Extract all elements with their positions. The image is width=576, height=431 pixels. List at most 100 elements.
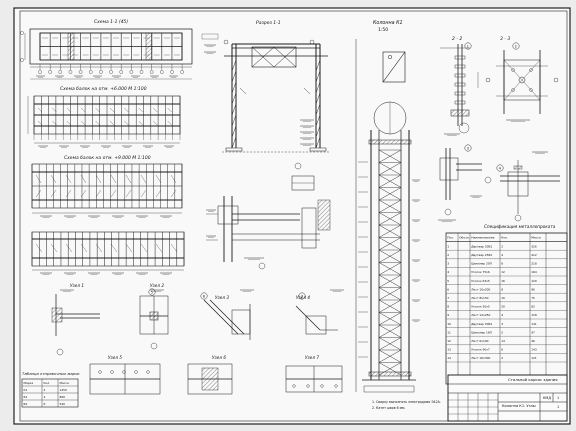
frame-title: Разрез 1-1: [256, 20, 281, 26]
node-e-title: Узел 5: [108, 355, 122, 360]
spec-header-cell: Поз.: [447, 236, 454, 240]
shipping-table-title: Таблица отправочных марок: [22, 371, 80, 376]
spec-cell: 3: [501, 322, 503, 326]
callout-number: 3: [467, 146, 469, 150]
shipping-cell: 540: [60, 402, 66, 406]
plan-top-title: Схема 1-1 (45): [94, 19, 128, 25]
spec-cell: 8: [501, 287, 503, 291]
section-details-right: 2 - 2 3 - 3: [438, 36, 560, 222]
spec-cell: 97: [531, 330, 535, 334]
sheet-border-outer: [13, 7, 571, 425]
shipping-header-cell: Масса: [60, 381, 69, 385]
callout-number: 4: [499, 166, 501, 170]
title-project: Стальной каркас здания: [508, 377, 557, 382]
spec-cell: 143: [531, 348, 537, 352]
shipping-cell: 1250: [60, 388, 68, 392]
spec-cell: Двутавр 25Б1: [471, 253, 492, 257]
node-d-title: Узел 4: [296, 295, 310, 300]
spec-cell: 14: [447, 356, 451, 360]
shipping-cell: 4: [44, 395, 46, 399]
spec-cell: 46: [531, 339, 535, 343]
spec-cell: 11: [447, 330, 451, 334]
shipping-cell: К1: [24, 388, 28, 392]
node-g-title: Узел 7: [305, 355, 319, 360]
note-2: 2. Катет швов 6 мм.: [372, 406, 405, 410]
section-2-title: 2 - 2: [452, 36, 462, 42]
callout-marker: 4: [496, 164, 504, 172]
spec-cell: 1: [447, 244, 449, 248]
spec-cell: Двутавр 30Б1: [471, 244, 492, 248]
plan-top: Схема 1-1 (45): [20, 19, 193, 80]
spec-cell: Лист 6х100: [471, 339, 488, 343]
node-details: Узел 1 Узел 2 Узел 3 Узел 4 Узел 5 Узел …: [51, 283, 344, 395]
spec-header-cell: Кол.: [501, 236, 508, 240]
notes: 1. Сварку выполнять электродами Э42А. 2.…: [372, 400, 441, 410]
spec-cell: 75: [531, 296, 535, 300]
spec-cell: 13: [447, 348, 451, 352]
shipping-cell: Б2: [24, 402, 28, 406]
spec-cell: 121: [531, 356, 537, 360]
callout-marker: 5: [148, 288, 156, 296]
node-a-title: Узел 1: [70, 283, 84, 288]
spec-cell: 2: [501, 244, 503, 248]
title-sheet-number: 1: [557, 396, 559, 400]
spec-cell: Двутавр 20Б1: [471, 322, 492, 326]
node-b-title: Узел 2: [150, 283, 164, 288]
spec-cell: 2: [501, 356, 503, 360]
spec-cell: 7: [447, 296, 449, 300]
title-block: Стальной каркас здания Колонна К1. Узлы …: [447, 374, 568, 422]
spec-cell: Уголок 63х5: [471, 279, 490, 283]
spec-cell: Швеллер 16П: [471, 330, 492, 334]
callout-marker: 3: [464, 144, 472, 152]
spec-cell: Лист 12х250: [471, 313, 490, 317]
spec-cell: 218: [531, 262, 537, 266]
spec-cell: 6: [501, 348, 503, 352]
shipping-header-cell: Кол.: [44, 381, 51, 385]
shipping-cell: 6: [44, 402, 46, 406]
spec-cell: Уголок 50х5: [471, 305, 490, 309]
spec-cell: 6: [501, 262, 503, 266]
spec-cell: 6: [447, 287, 449, 291]
sheet-border-inner: [19, 10, 568, 422]
spec-cell: 10: [447, 322, 451, 326]
spec-cell: 120: [531, 279, 537, 283]
spec-cell: 412: [531, 253, 537, 257]
spec-cell: Лист 16х300: [471, 356, 490, 360]
callout-number: 1: [467, 44, 469, 48]
spec-table: Спецификация металлопроката Поз.Обозн.На…: [445, 224, 568, 385]
column-scale: 1:50: [378, 27, 388, 33]
shipping-cell: 860: [60, 395, 66, 399]
spec-cell: 5: [447, 279, 449, 283]
spec-cell: Уголок 75х6: [471, 270, 490, 274]
note-1: 1. Сварку выполнять электродами Э42А.: [372, 400, 441, 404]
spec-cell: 118: [531, 313, 537, 317]
column-elevation: Колонна К1 1:50: [355, 20, 420, 393]
callout-marker: 6: [200, 292, 208, 300]
title-stage: КМД: [543, 396, 551, 400]
spec-header-cell: Масса: [531, 236, 541, 240]
spec-cell: 5: [501, 330, 503, 334]
spec-cell: 4: [501, 253, 503, 257]
spec-cell: 2: [447, 253, 449, 257]
spec-cell: 164: [531, 270, 537, 274]
spec-table-title: Спецификация металлопроката: [484, 224, 556, 229]
callout-marker: 2: [512, 42, 520, 50]
spec-cell: Швеллер 20П: [471, 262, 492, 266]
spec-cell: 20: [501, 305, 505, 309]
spec-header-cell: Обозн.: [459, 236, 470, 240]
spec-cell: 8: [447, 305, 449, 309]
node-c-title: Узел 3: [215, 295, 229, 300]
plan-lower: Схема балок на отм. +9.000 М 1:100: [31, 155, 185, 275]
plan-lower-caption: Схема балок на отм. +9.000 М 1:100: [64, 155, 151, 161]
spec-cell: 14: [501, 339, 505, 343]
spec-cell: Лист 8х150: [471, 296, 488, 300]
spec-cell: 9: [447, 313, 449, 317]
section-3-title: 3 - 3: [500, 36, 510, 42]
title-sheet-total: 1: [557, 405, 559, 409]
node-f-title: Узел 6: [212, 355, 226, 360]
callout-number: 2: [515, 44, 517, 48]
spec-cell: Лист 10х200: [471, 287, 490, 291]
spec-cell: Уголок 90х7: [471, 348, 490, 352]
spec-cell: 12: [501, 270, 505, 274]
